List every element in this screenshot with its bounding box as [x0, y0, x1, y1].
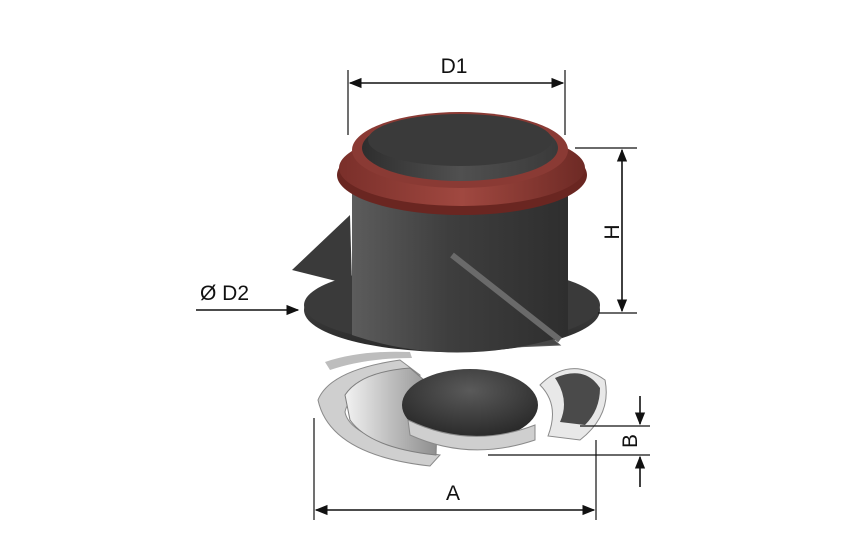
left-fin: [292, 215, 352, 285]
dimension-a: A: [313, 418, 597, 520]
cylinder-body: [352, 180, 568, 353]
dimension-d1: D1: [347, 55, 566, 135]
d2-label: Ø D2: [200, 282, 249, 305]
dimension-d2: Ø D2: [196, 282, 300, 316]
lower-split-ring: [317, 351, 607, 467]
top-flange: [337, 112, 587, 215]
dimension-h: H: [575, 147, 637, 314]
b-label: B: [619, 434, 642, 448]
dimension-b: B: [488, 396, 650, 487]
a-label: A: [446, 482, 460, 505]
h-label: H: [601, 224, 624, 239]
d1-label: D1: [441, 55, 468, 78]
